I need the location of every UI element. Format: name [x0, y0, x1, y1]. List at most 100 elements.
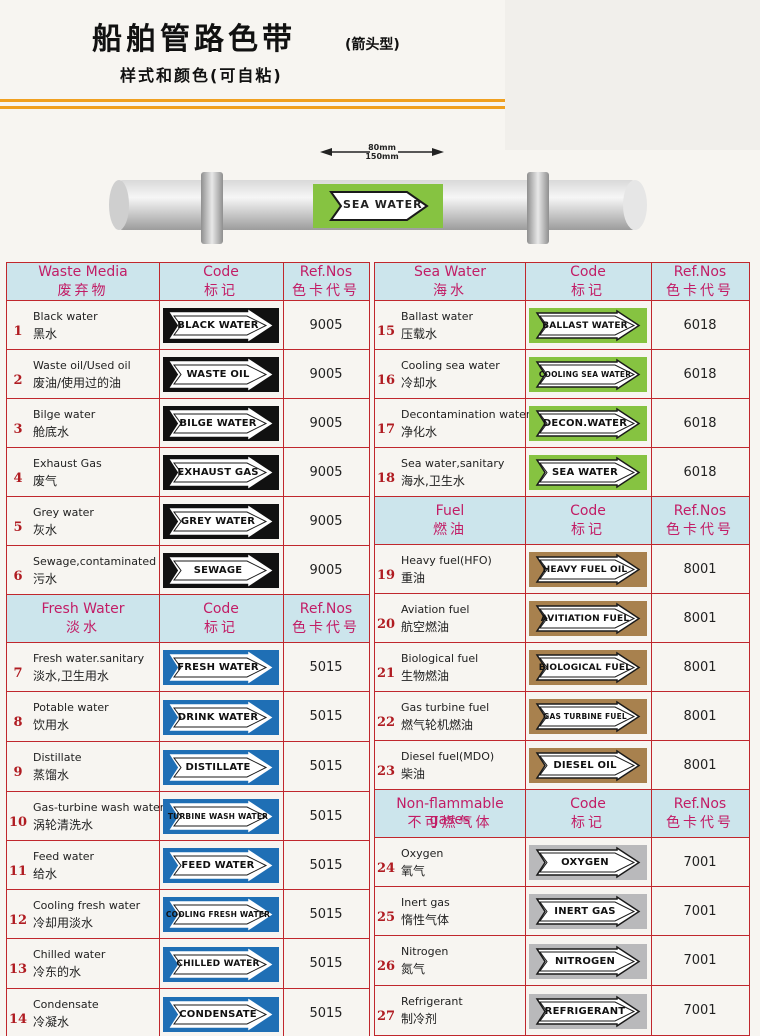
header-category-en: Waste Media — [38, 264, 128, 280]
item-name-en: Fresh water.sanitary — [33, 651, 145, 665]
arrow-icon — [163, 799, 279, 834]
pipe-code-swatch: DECON.WATER — [529, 406, 647, 441]
ref-number: 8001 — [683, 757, 717, 773]
item-name-en: Feed water — [33, 849, 95, 863]
header-code-en: Code — [570, 796, 606, 812]
code-label: BIOLOGICAL FUEL — [538, 662, 632, 673]
orange-divider-2 — [0, 106, 505, 109]
ref-number: 5015 — [309, 709, 343, 724]
row-number: 13 — [8, 962, 28, 977]
header-code-en: Code — [203, 601, 239, 617]
arrow-icon — [163, 553, 279, 588]
header-ref-en: Ref.Nos — [299, 601, 353, 617]
row-number: 8 — [13, 715, 23, 730]
column-divider — [159, 448, 160, 496]
code-label: BALLAST WATER — [542, 320, 628, 331]
row-number: 21 — [376, 665, 396, 681]
arrow-icon — [529, 601, 647, 636]
arrow-icon — [529, 943, 647, 979]
code-label: OXYGEN — [561, 857, 609, 868]
item-name-en: Cooling fresh water — [33, 898, 141, 912]
ref-number: 6018 — [683, 366, 717, 382]
arrow-icon — [163, 455, 279, 490]
column-divider — [159, 792, 160, 840]
column-divider — [283, 742, 284, 791]
column-divider — [283, 399, 284, 447]
column-divider — [651, 790, 652, 837]
item-name-cn: 冷东的水 — [33, 965, 82, 979]
column-divider — [283, 497, 284, 545]
pipe-code-swatch: CONDENSATE — [163, 996, 279, 1032]
header-ref-cn: 色卡代号 — [666, 815, 734, 831]
item-name-en: Heavy fuel(HFO) — [401, 553, 492, 567]
column-divider — [651, 936, 652, 985]
row-number: 19 — [376, 567, 396, 583]
item-name-cn: 柴油 — [401, 766, 426, 781]
column-divider — [525, 741, 526, 789]
item-name-en: Gas-turbine wash water — [33, 800, 165, 814]
row-number: 23 — [376, 763, 396, 779]
header-code-en: Code — [570, 503, 606, 519]
row-number: 6 — [13, 568, 23, 584]
pipe-code-swatch: DIESEL OIL — [529, 748, 647, 783]
header-category-cn: 淡水 — [66, 620, 100, 636]
arrow-icon — [529, 650, 647, 685]
header-code-cn: 标记 — [204, 283, 238, 299]
item-name-cn: 海水,卫生水 — [401, 473, 465, 488]
header-category-cn: 燃油 — [433, 522, 467, 538]
code-label: COOLING SEA WATER — [538, 370, 632, 379]
header-ref-cn: 色卡代号 — [292, 620, 360, 636]
header-category-en: Sea Water — [414, 264, 486, 280]
pipe-code-swatch: INERT GAS — [529, 894, 647, 929]
column-divider — [651, 986, 652, 1035]
header-ref-en: Ref.Nos — [299, 264, 353, 280]
column-divider — [651, 263, 652, 300]
item-name-cn: 舱底水 — [33, 424, 70, 439]
pipe-code-swatch: GAS TURBINE FUEL — [529, 699, 647, 734]
item-name-cn: 冷却水 — [401, 375, 438, 390]
row-number: 15 — [376, 323, 396, 339]
ref-number: 6018 — [683, 464, 717, 480]
column-divider — [283, 263, 284, 300]
pipe-code-swatch: FEED WATER — [163, 848, 279, 883]
column-divider — [525, 887, 526, 935]
row-number: 22 — [376, 714, 396, 730]
item-name-cn: 净化水 — [401, 424, 438, 439]
column-divider — [651, 692, 652, 740]
row-number: 18 — [376, 470, 396, 486]
code-label: DRINK WATER — [177, 711, 259, 723]
pipe-tape-label: SEA WATER — [343, 198, 423, 211]
pipe-code-swatch: EXHAUST GAS — [163, 455, 279, 490]
column-divider — [651, 545, 652, 593]
arrow-icon — [529, 406, 647, 441]
arrow-icon — [163, 308, 279, 343]
item-name-en: Potable water — [33, 701, 109, 714]
header-ref-cn: 色卡代号 — [292, 283, 360, 299]
ref-number: 9005 — [309, 317, 343, 333]
arrow-icon — [529, 308, 647, 343]
pipe-code-swatch: BILGE WATER — [163, 406, 279, 441]
item-name-cn: 氧气 — [401, 863, 426, 878]
column-divider — [159, 301, 160, 349]
pipe-code-swatch: SEA WATER — [529, 455, 647, 490]
ref-number: 6018 — [683, 317, 717, 333]
row-number: 17 — [376, 421, 396, 437]
pipe-code-swatch: BLACK WATER — [163, 308, 279, 343]
row-number: 11 — [8, 863, 28, 879]
column-divider — [651, 301, 652, 349]
column-divider — [159, 497, 160, 545]
item-name-en: Sewage,contaminated — [33, 554, 157, 568]
pipe-code-swatch: SEWAGE — [163, 553, 279, 588]
